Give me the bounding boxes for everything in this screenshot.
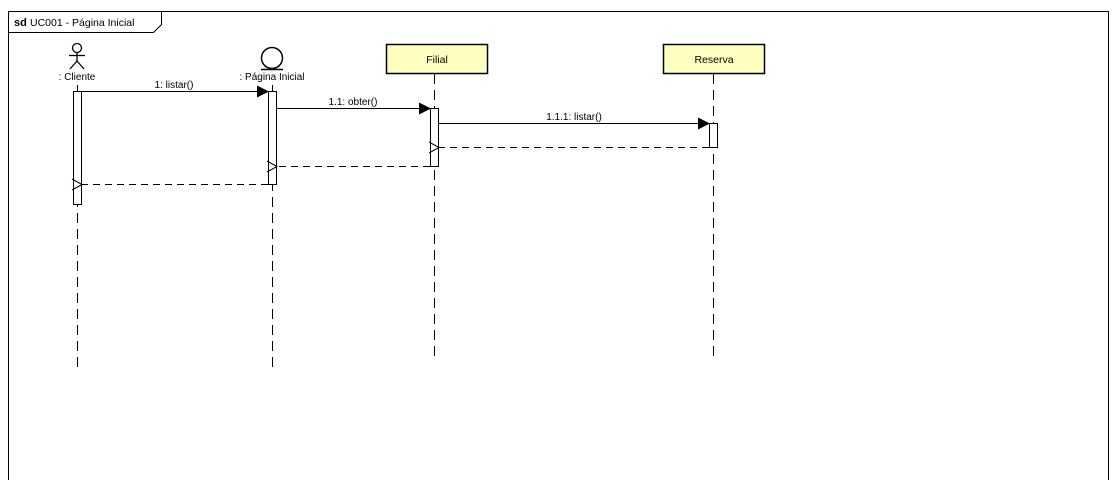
frame-title: UC001 - Página Inicial (30, 17, 134, 29)
participant-label: : Cliente (59, 72, 96, 83)
participant-pagina-inicial[interactable]: : Página Inicial (239, 46, 305, 84)
message-1-1-obter[interactable]: 1.1: obter() (277, 97, 431, 115)
actor-icon (69, 42, 85, 70)
message-label: 1: listar() (155, 80, 194, 91)
frame-border (8, 11, 1109, 480)
activation-reserva (709, 123, 718, 148)
message-1-listar[interactable]: 1: listar() (82, 80, 269, 98)
activation-filial (430, 108, 439, 167)
participant-reserva[interactable]: Reserva (662, 43, 766, 75)
activation-cliente (73, 91, 82, 205)
participant-label: Filial (426, 54, 448, 66)
participant-label: Reserva (694, 54, 733, 66)
class-box (662, 43, 766, 75)
participant-cliente[interactable]: : Cliente (59, 42, 96, 84)
class-box (385, 43, 489, 75)
message-1-1-1-listar[interactable]: 1.1.1: listar() (439, 112, 710, 130)
interaction-frame: sd UC001 - Página Inicial (8, 11, 1109, 480)
participant-label: : Página Inicial (239, 72, 304, 83)
boundary-icon (260, 46, 284, 71)
participant-filial[interactable]: Filial (385, 43, 489, 75)
frame-keyword: sd (14, 17, 27, 29)
frame-label-box (8, 11, 162, 33)
message-label: 1.1: obter() (329, 97, 378, 108)
activation-pagina-inicial (268, 91, 277, 185)
message-label: 1.1.1: listar() (546, 112, 602, 123)
